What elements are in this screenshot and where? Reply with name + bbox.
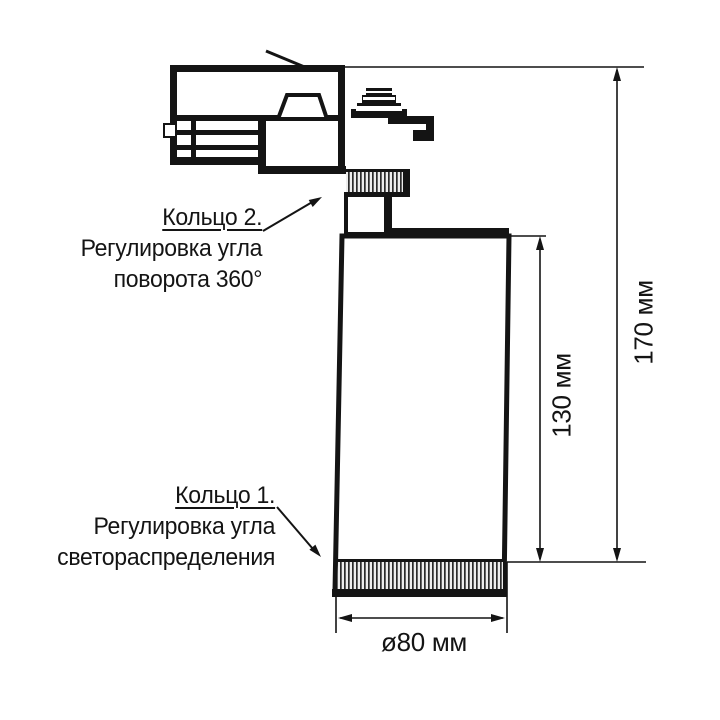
housing-left-wall	[170, 65, 177, 165]
ring2-top-border	[344, 169, 406, 172]
knob-slot-3	[365, 91, 393, 93]
ring2-bottom-border	[344, 192, 410, 197]
leader-ring1	[276, 506, 321, 557]
dimension-body-height	[509, 235, 546, 562]
contact-separator-1	[177, 130, 258, 135]
neck	[344, 196, 392, 236]
dim-label-total-height: 170 мм	[628, 280, 659, 365]
leader-ring2	[262, 197, 322, 232]
callout-ring2: Кольцо 2. Регулировка угла поворота 360°	[80, 202, 262, 295]
side-latch-notch	[163, 123, 177, 138]
arrowhead-down	[613, 548, 621, 562]
body-outline	[332, 233, 512, 594]
ring2-hatch	[346, 171, 404, 195]
callout-ring2-line2: поворота 360°	[113, 266, 262, 293]
neck-left-wall	[344, 196, 348, 236]
dim-label-diameter: ø80 мм	[381, 627, 467, 657]
contact-separator-2	[177, 145, 258, 150]
contact-shelf	[177, 115, 338, 121]
arrowhead-left	[338, 614, 352, 622]
callout-ring2-title: Кольцо 2.	[162, 204, 262, 231]
lamp-body	[332, 228, 512, 597]
ring1-top-border	[337, 559, 504, 562]
arrowhead-up	[613, 67, 621, 81]
callout-ring1-line1: Регулировка угла	[93, 513, 275, 540]
body-top-edge-right	[384, 228, 509, 236]
dimension-total-height	[345, 66, 646, 563]
callout-ring1-line2: светораспределения	[56, 544, 275, 571]
leader-arrowhead	[308, 197, 322, 207]
callout-ring1: Кольцо 1. Регулировка угла светораспреде…	[57, 480, 275, 573]
body-bottom-cap	[332, 589, 507, 597]
track-adapter-housing	[163, 49, 346, 174]
ring1-hatch	[337, 562, 503, 589]
leader-line	[276, 506, 314, 550]
knob-slot-2	[363, 97, 395, 100]
rotation-ring-2	[344, 169, 410, 197]
ring2-right-border	[403, 169, 410, 197]
arrowhead-down	[536, 548, 544, 562]
knob-slot-1	[356, 106, 402, 111]
housing-right-wall	[338, 65, 345, 174]
leader-line	[262, 200, 315, 232]
body-top-edge-left	[346, 232, 386, 236]
inner-cam-trapezoid	[275, 93, 330, 121]
adjustment-knob	[351, 88, 407, 118]
leader-arrowhead	[309, 544, 321, 557]
neck-right-wall	[384, 196, 392, 232]
dimension-diameter	[335, 562, 508, 633]
mounting-hook	[388, 116, 434, 141]
arrowhead-right	[491, 614, 505, 622]
callout-ring2-line1: Регулировка угла	[80, 235, 262, 262]
dim-label-body-height: 130 мм	[546, 353, 577, 438]
arrowhead-up	[536, 236, 544, 250]
callout-ring1-title: Кольцо 1.	[175, 482, 275, 509]
housing-top-wall	[170, 65, 345, 72]
contact-divider	[191, 121, 196, 157]
swivel-left-wall	[258, 118, 266, 168]
swivel-bottom-wall	[258, 166, 346, 174]
housing-bottom-wall	[170, 157, 258, 165]
